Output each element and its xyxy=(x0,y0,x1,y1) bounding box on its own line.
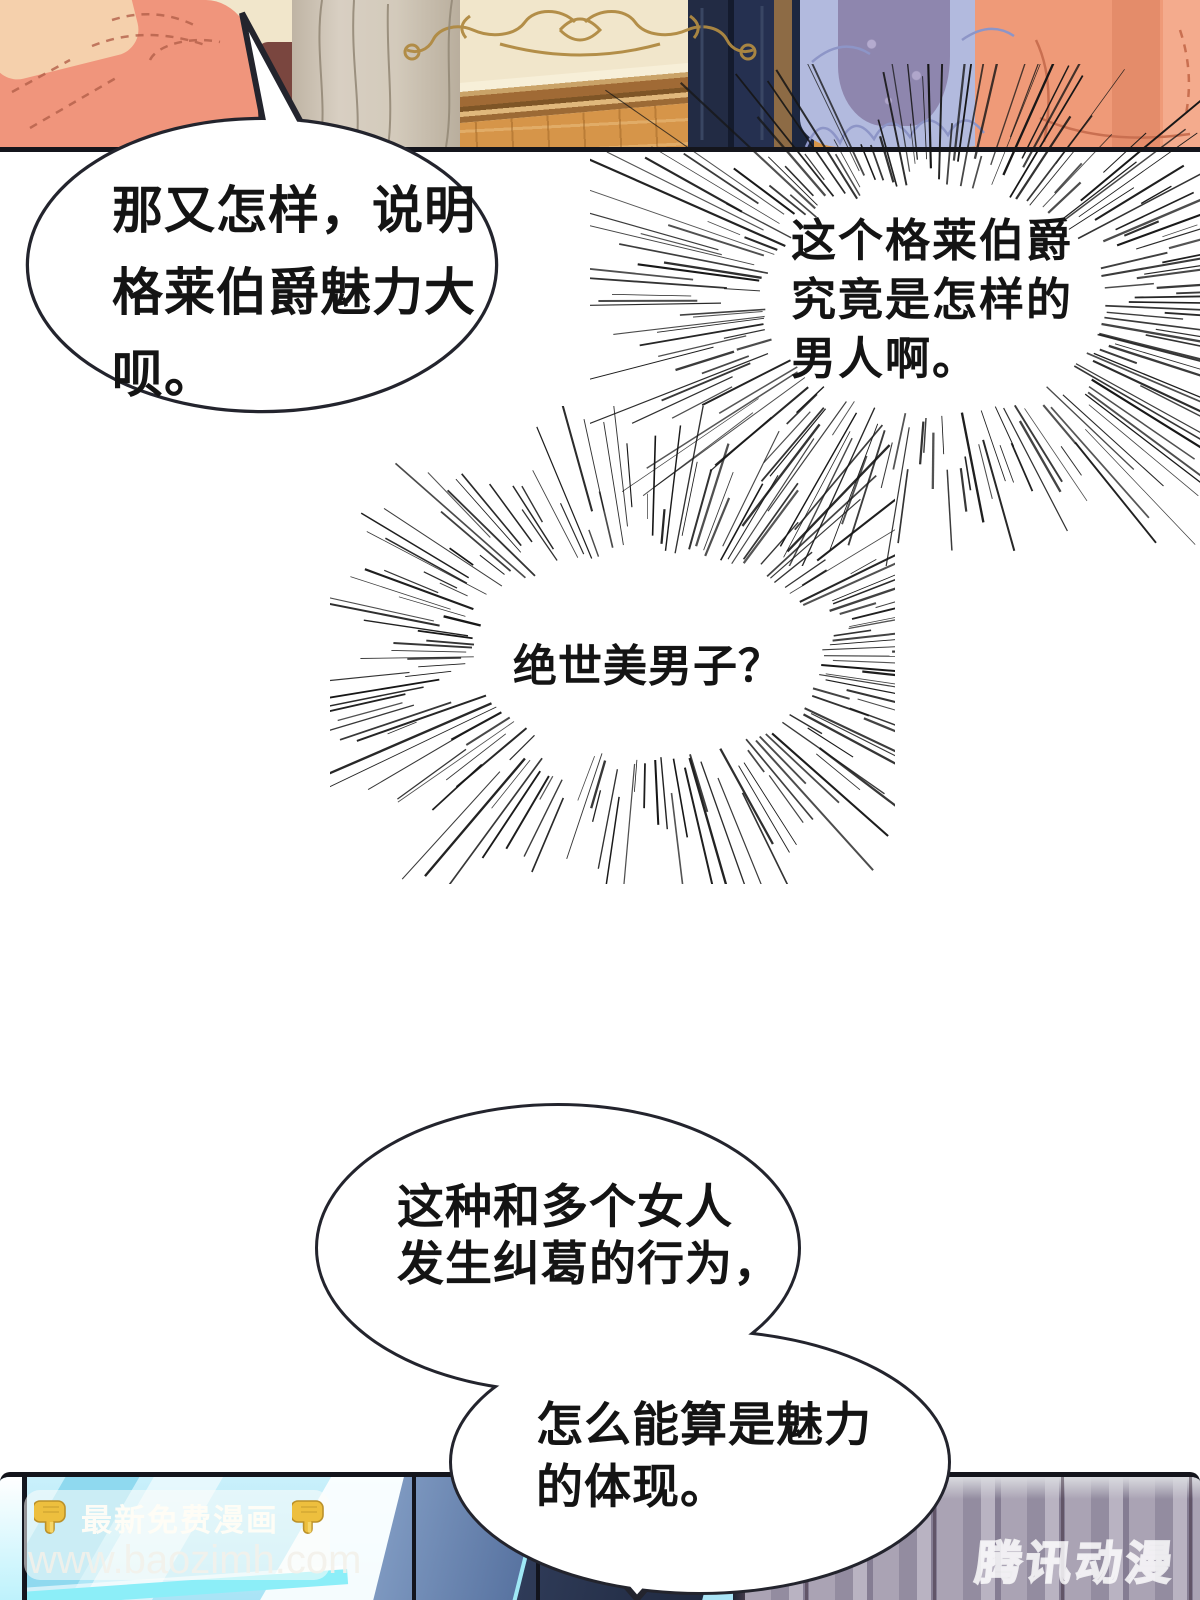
speech-bubble-3-text: 绝世美男子？ xyxy=(468,630,828,694)
speech-bubble-5-text: 怎么能算是魅力 的体现。 xyxy=(536,1394,872,1518)
bubble-line: 发生纠葛的行为， xyxy=(397,1237,781,1290)
watermark-promo-text: 最新免费漫画 xyxy=(81,1502,279,1538)
speech-bubble-1-text: 那又怎样，说明 格莱伯爵魅力大 呗。 xyxy=(112,170,476,416)
panel-line-art xyxy=(11,0,1191,147)
bubble-line: 究竟是怎样的 xyxy=(791,274,1074,325)
window-frame-line xyxy=(412,1477,416,1600)
publisher-logo: 腾讯动漫 xyxy=(972,1536,1179,1590)
top-panel-illustration xyxy=(0,0,1200,152)
watermark-site-url: www.baozimh.com xyxy=(28,1538,362,1582)
bubble-line: 绝世美男子？ xyxy=(513,642,783,691)
watermark-promo-row: 最新免费漫画 xyxy=(34,1496,326,1538)
bubble-line: 呗。 xyxy=(112,346,217,403)
pointing-down-hand-icon xyxy=(34,1500,66,1534)
window-left-pane xyxy=(0,1477,22,1600)
speech-bubble-4-text: 这种和多个女人 发生纠葛的行为， xyxy=(397,1178,781,1292)
pointing-down-hand-icon xyxy=(292,1500,324,1534)
bubble-line: 怎么能算是魅力 xyxy=(536,1398,872,1451)
site-watermark-box: 最新免费漫画 www.baozimh.com xyxy=(24,1490,362,1582)
bubble-line: 男人啊。 xyxy=(791,333,980,384)
speech-bubble-2-text: 这个格莱伯爵 究竟是怎样的 男人啊。 xyxy=(791,211,1073,388)
bubble-line: 的体现。 xyxy=(536,1460,728,1513)
bubble-line: 那又怎样，说明 xyxy=(112,182,477,239)
gold-ornament-icon xyxy=(403,10,757,61)
bubble-line: 这个格莱伯爵 xyxy=(791,215,1074,266)
bubble-line: 这种和多个女人 xyxy=(397,1180,733,1233)
bubble-line: 格莱伯爵魅力大 xyxy=(112,264,477,321)
